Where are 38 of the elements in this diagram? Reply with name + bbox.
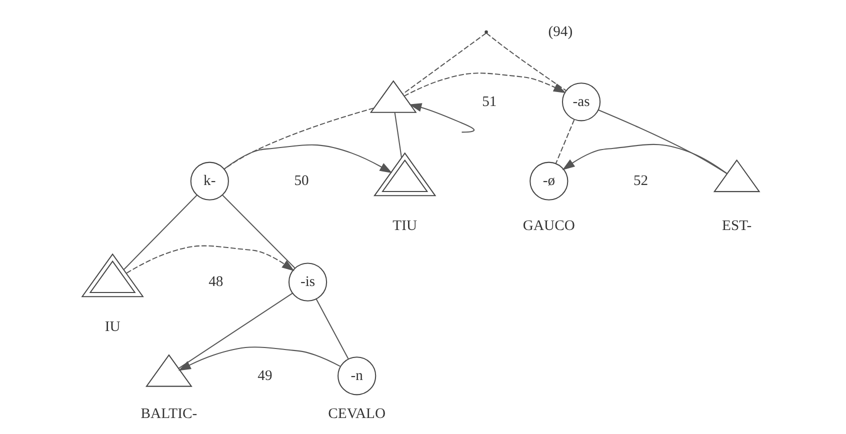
node-point [484, 30, 488, 34]
node-triangle [712, 158, 760, 192]
label: 49 [257, 367, 272, 384]
connector [223, 107, 374, 170]
connector [554, 118, 574, 164]
connector [178, 292, 292, 368]
connector [402, 32, 486, 94]
node-label: GAUCO [522, 218, 574, 234]
label: 52 [632, 172, 648, 188]
node-circle: -ø [529, 161, 568, 200]
node-circle: -is [288, 262, 327, 301]
connector [486, 32, 566, 90]
node-circle: k- [190, 161, 228, 200]
label: 48 [208, 273, 223, 290]
node-circle: -n [337, 356, 376, 395]
arrow [223, 144, 392, 173]
node-triangle [80, 252, 144, 297]
label: 51 [482, 93, 496, 110]
node-label: BALTIC- [140, 405, 197, 422]
node-label: TIU [392, 218, 417, 234]
connector [394, 112, 402, 158]
arrow [408, 102, 474, 132]
arrow [178, 346, 340, 370]
node-label: CEVALO [328, 405, 386, 422]
node-circle: -as [561, 82, 600, 121]
arrow [403, 72, 566, 96]
connector [598, 109, 727, 174]
arrow [562, 143, 727, 174]
label: (94) [548, 23, 572, 40]
node-label: EST- [722, 218, 752, 234]
node-label: IU [104, 318, 120, 335]
connector [222, 194, 295, 268]
arrow [126, 244, 294, 273]
connector [315, 298, 348, 359]
connector [122, 194, 197, 270]
node-triangle [369, 80, 416, 112]
label: 50 [294, 172, 308, 188]
node-triangle [372, 152, 436, 196]
